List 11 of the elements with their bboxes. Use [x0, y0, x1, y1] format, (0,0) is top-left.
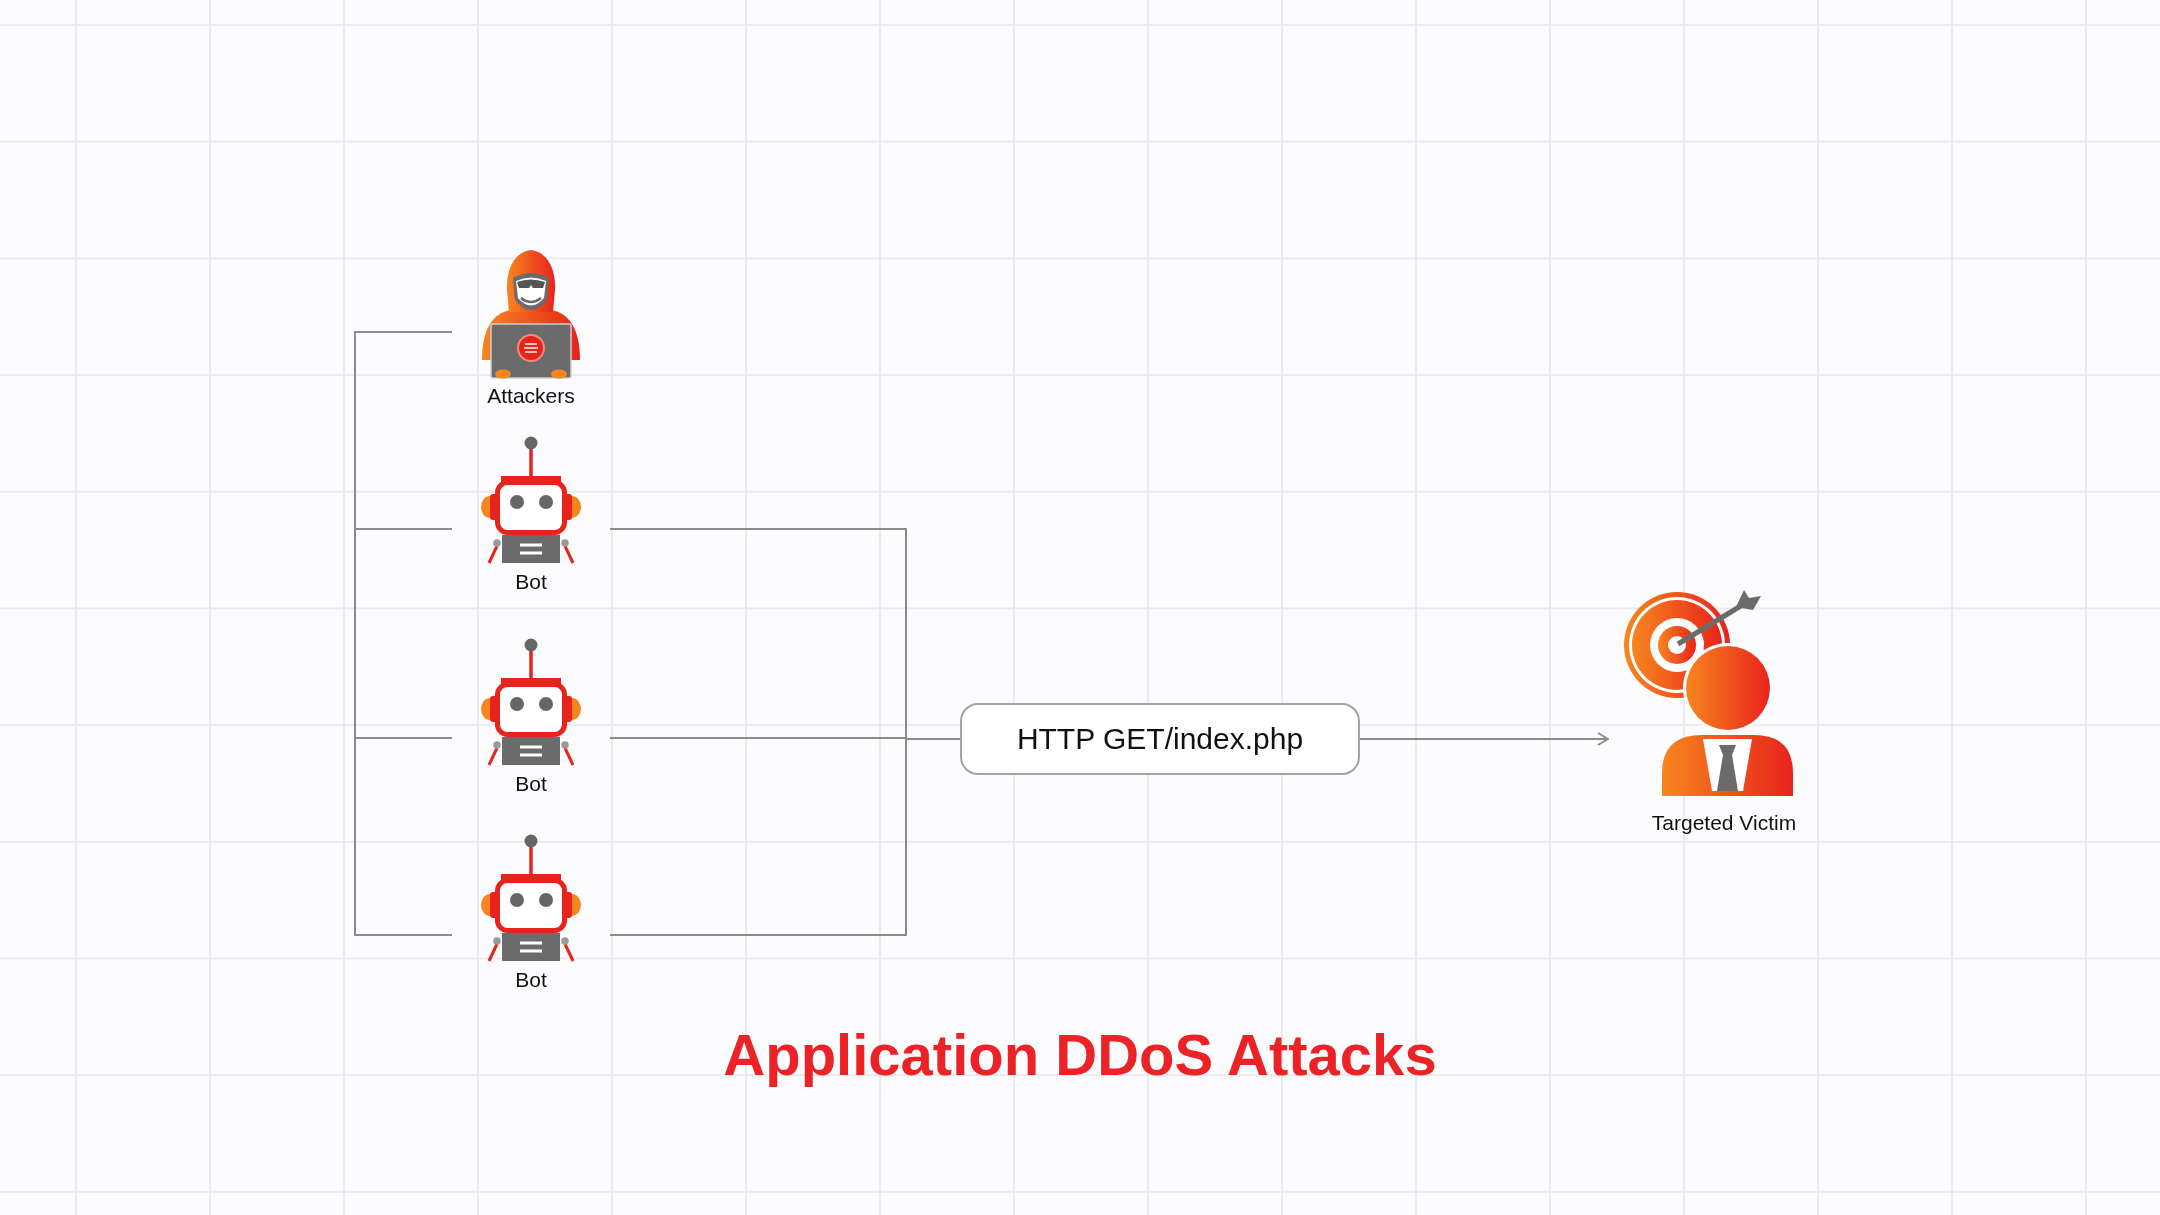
node-label: Bot	[515, 570, 547, 594]
node-label: Attackers	[487, 384, 575, 408]
node-label: Bot	[515, 772, 547, 796]
node-label: Targeted Victim	[1651, 811, 1797, 835]
connector-line	[354, 331, 453, 936]
request-text: HTTP GET/index.php	[1016, 722, 1304, 756]
node-label: Bot	[515, 968, 547, 992]
arrow	[1359, 732, 1609, 746]
connector-line	[609, 528, 961, 936]
diagram-title: Application DDoS Attacks	[723, 1022, 1437, 1088]
request-box	[960, 703, 1360, 775]
